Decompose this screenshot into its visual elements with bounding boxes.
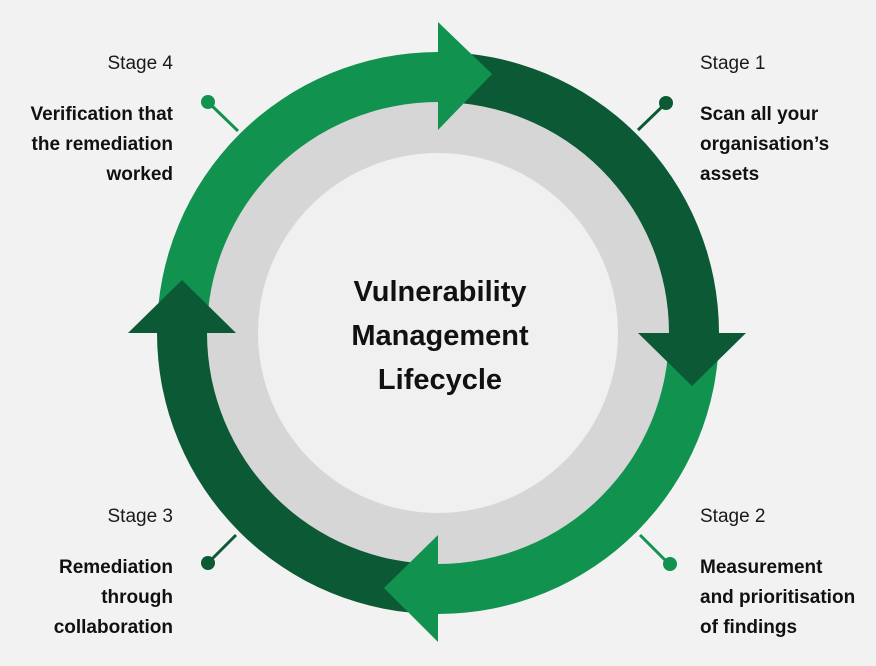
stage-3-line: collaboration bbox=[53, 617, 173, 638]
stage-1-line: organisation’s bbox=[700, 134, 830, 155]
stage-2-title: Stage 2 bbox=[700, 506, 766, 527]
stage-3-connector bbox=[201, 533, 238, 570]
stage-4-description: Verification that the remediation worked bbox=[0, 100, 173, 190]
stage-1-line: Scan all your bbox=[700, 104, 819, 125]
stage-1-description: Scan all your organisation’s assets bbox=[700, 100, 876, 190]
stage-3-line: Remediation bbox=[58, 557, 173, 578]
diagram-title: Vulnerability Management Lifecycle bbox=[320, 270, 560, 402]
stage-4-line: Verification that bbox=[30, 104, 173, 125]
title-line-1: Vulnerability bbox=[353, 276, 527, 308]
stage-2-connector bbox=[638, 533, 677, 571]
stage-2-line: Measurement bbox=[700, 557, 823, 578]
stage-2-line: of findings bbox=[700, 617, 798, 638]
arrowhead-right bbox=[438, 22, 492, 130]
stage-4-title: Stage 4 bbox=[107, 53, 174, 74]
arrowhead-left bbox=[384, 535, 438, 642]
stage-1-line: assets bbox=[700, 164, 760, 185]
center-disk bbox=[258, 153, 618, 513]
stage-3-description: Remediation through collaboration bbox=[0, 553, 173, 643]
arrowhead-up bbox=[128, 280, 236, 333]
stage-2-line: and prioritisation bbox=[700, 587, 856, 608]
stage-2-description: Measurement and prioritisation of findin… bbox=[700, 553, 872, 643]
stage-3-line: through bbox=[101, 587, 173, 608]
title-line-3: Lifecycle bbox=[377, 364, 503, 396]
stage-4-line: worked bbox=[106, 164, 173, 185]
stage-4-connector bbox=[201, 95, 240, 133]
stage-3-title: Stage 3 bbox=[107, 506, 174, 527]
title-line-2: Management bbox=[351, 320, 529, 352]
stage-4-line: the remediation bbox=[31, 134, 173, 155]
stage-1-connector bbox=[636, 96, 673, 132]
stage-1-title: Stage 1 bbox=[700, 53, 766, 74]
arrowhead-down bbox=[638, 333, 746, 386]
